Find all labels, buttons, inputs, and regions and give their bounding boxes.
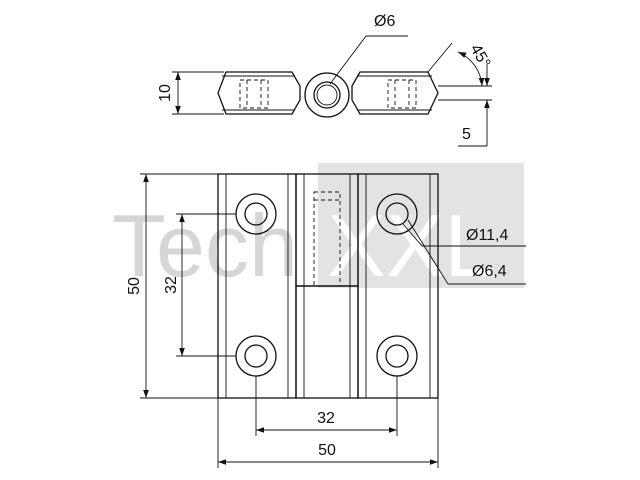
front-lower-knuckle — [295, 285, 359, 399]
dim-top-angle: 45° — [467, 42, 494, 71]
hole-bottom-right — [376, 335, 418, 377]
dim-top-hole-diameter: Ø6 — [374, 13, 395, 30]
top-view: Ø6 10 45° 5 — [157, 13, 494, 147]
top-knuckle-pin — [313, 81, 341, 109]
dim-front-hole-spacing-horizontal: 32 — [317, 410, 335, 427]
dim-front-outer-diameter: Ø11,4 — [466, 227, 509, 244]
dim-front-width: 50 — [318, 442, 336, 459]
dim-front-height: 50 — [126, 277, 143, 295]
top-right-leaf — [351, 71, 439, 115]
watermark: Tech XXL — [112, 163, 524, 295]
watermark-box — [318, 163, 524, 288]
top-left-leaf — [217, 71, 301, 115]
top-knuckle-outer — [304, 72, 350, 118]
hole-bottom-left — [235, 335, 277, 377]
hole-top-right — [376, 193, 418, 235]
front-view: 50 32 Ø11,4 Ø6,4 32 50 — [126, 173, 526, 468]
dim-top-height: 10 — [157, 84, 174, 102]
dim-front-inner-diameter: Ø6,4 — [472, 263, 507, 280]
dim-top-offset: 5 — [462, 126, 471, 143]
watermark-text-right: XXL — [327, 196, 493, 295]
dim-front-hole-spacing-vertical: 32 — [163, 276, 180, 294]
